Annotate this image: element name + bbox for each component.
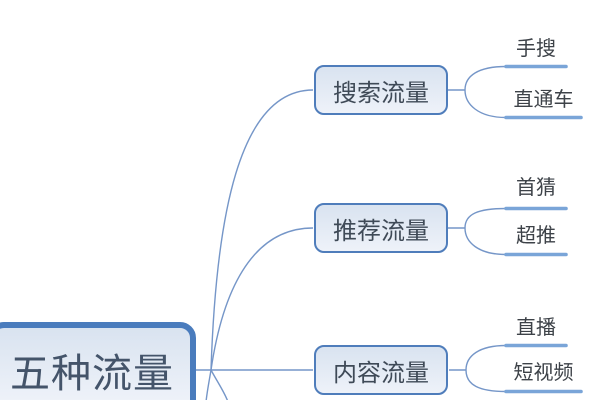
- connector-search-to-hand-search: [464, 65, 507, 91]
- leaf-node-label: 首猜: [516, 177, 556, 199]
- connector-root-to-offscreen-2: [210, 369, 228, 400]
- connector-content-to-short-video: [465, 369, 507, 393]
- leaf-node-label: 超推: [516, 225, 556, 247]
- root-node-label: 五种流量: [10, 352, 174, 396]
- branch-node-search-traffic[interactable]: 搜索流量: [314, 65, 448, 115]
- connector-root-to-offscreen-1: [205, 369, 212, 400]
- connector-content-to-live-stream: [465, 344, 507, 371]
- branch-node-content-traffic[interactable]: 内容流量: [314, 345, 448, 395]
- leaf-node-label: 直播: [516, 317, 556, 339]
- leaf-node-super-push[interactable]: 超推: [504, 224, 568, 248]
- leaf-node-live-stream[interactable]: 直播: [504, 316, 568, 340]
- leaf-node-label: 直通车: [513, 89, 574, 111]
- connector-root-to-recommend: [210, 227, 314, 371]
- connector-search-to-through-train: [464, 89, 507, 119]
- connector-recommend-to-first-guess: [464, 207, 507, 229]
- leaf-node-through-train[interactable]: 直通车: [504, 88, 583, 112]
- leaf-node-first-guess[interactable]: 首猜: [504, 176, 568, 200]
- connector-root-to-search: [210, 89, 314, 371]
- root-node[interactable]: 五种流量: [0, 322, 196, 400]
- connector-recommend-to-super-push: [464, 227, 507, 256]
- branch-node-label: 搜索流量: [333, 79, 429, 107]
- branch-node-label: 推荐流量: [333, 217, 429, 245]
- leaf-node-label: 手搜: [516, 38, 556, 60]
- leaf-node-short-video[interactable]: 短视频: [504, 361, 583, 385]
- leaf-node-label: 短视频: [513, 362, 574, 384]
- branch-node-recommend-traffic[interactable]: 推荐流量: [314, 203, 448, 253]
- leaf-node-hand-search[interactable]: 手搜: [504, 37, 568, 61]
- branch-node-label: 内容流量: [333, 359, 429, 387]
